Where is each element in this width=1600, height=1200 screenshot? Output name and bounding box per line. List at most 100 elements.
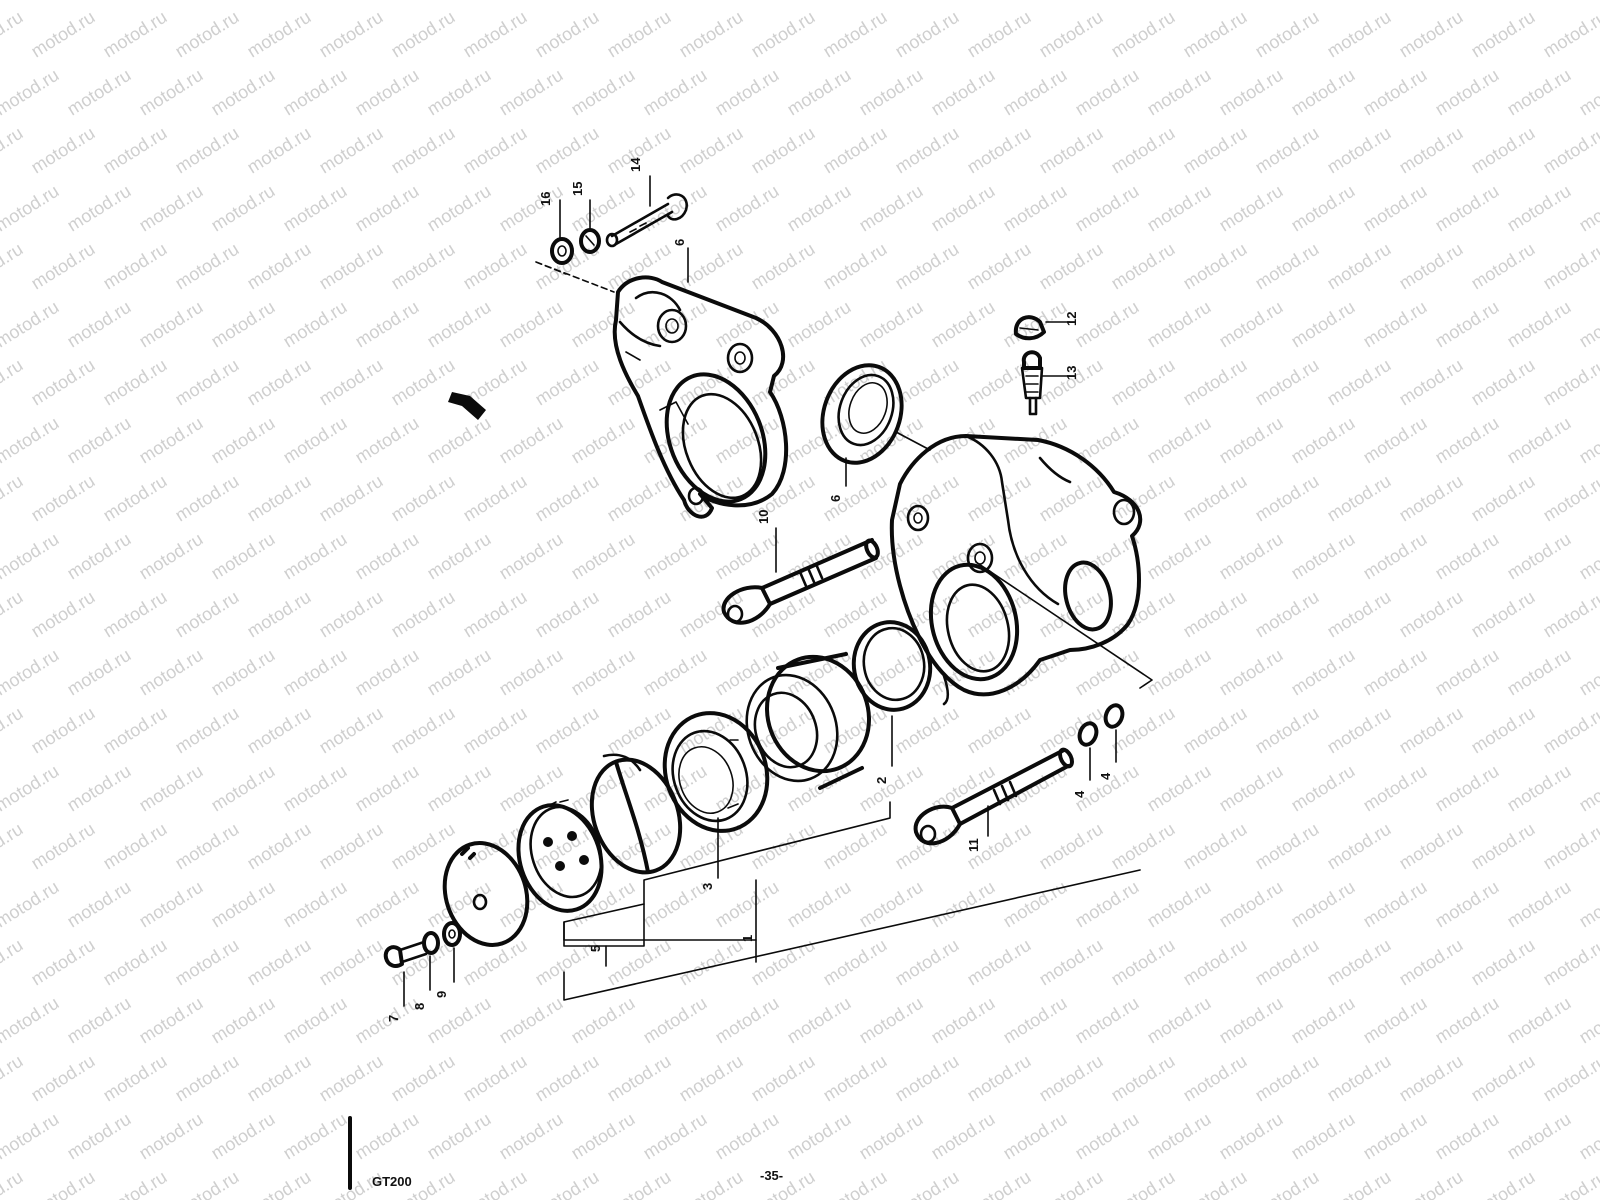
- watermark-text: motod.ru: [568, 1109, 639, 1164]
- watermark-text: motod.ru: [712, 181, 783, 236]
- watermark-text: motod.ru: [0, 1051, 26, 1106]
- watermark-text: motod.ru: [1540, 355, 1600, 410]
- watermark-text: motod.ru: [388, 1051, 459, 1106]
- watermark-text: motod.ru: [1180, 935, 1251, 990]
- watermark-text: motod.ru: [1360, 761, 1431, 816]
- watermark-text: motod.ru: [964, 587, 1035, 642]
- watermark-text: motod.ru: [1360, 297, 1431, 352]
- watermark-text: motod.ru: [1000, 181, 1071, 236]
- watermark-text: motod.ru: [856, 181, 927, 236]
- watermark-text: motod.ru: [1216, 413, 1287, 468]
- watermark-text: motod.ru: [172, 1167, 243, 1200]
- watermark-text: motod.ru: [1360, 529, 1431, 584]
- watermark-text: motod.ru: [64, 181, 135, 236]
- watermark-text: motod.ru: [1216, 65, 1287, 120]
- watermark-text: motod.ru: [1360, 645, 1431, 700]
- callout-12: 11: [966, 838, 981, 852]
- watermark-text: motod.ru: [280, 1109, 351, 1164]
- watermark-text: motod.ru: [0, 1109, 62, 1164]
- watermark-text: motod.ru: [316, 239, 387, 294]
- watermark-text: motod.ru: [1504, 761, 1575, 816]
- watermark-text: motod.ru: [820, 1167, 891, 1200]
- watermark-text: motod.ru: [1072, 297, 1143, 352]
- watermark-text: motod.ru: [316, 1051, 387, 1106]
- part-13-bleeder-cap: [1013, 315, 1046, 341]
- footer-page-number: -35-: [760, 1168, 783, 1183]
- watermark-text: motod.ru: [1216, 993, 1287, 1048]
- watermark-text: motod.ru: [1396, 7, 1467, 62]
- watermark-text: motod.ru: [1576, 645, 1600, 700]
- watermark-text: motod.ru: [1432, 529, 1503, 584]
- watermark-text: motod.ru: [28, 471, 99, 526]
- watermark-text: motod.ru: [28, 819, 99, 874]
- watermark-text: motod.ru: [532, 587, 603, 642]
- watermark-text: motod.ru: [1216, 0, 1287, 3]
- watermark-text: motod.ru: [1216, 645, 1287, 700]
- watermark-text: motod.ru: [892, 1051, 963, 1106]
- watermark-text: motod.ru: [1108, 703, 1179, 758]
- watermark-text: motod.ru: [460, 123, 531, 178]
- watermark-text: motod.ru: [352, 1109, 423, 1164]
- watermark-text: motod.ru: [748, 239, 819, 294]
- watermark-text: motod.ru: [1540, 239, 1600, 294]
- part-16-lock-washer: [579, 228, 601, 254]
- watermark-text: motod.ru: [1540, 1051, 1600, 1106]
- watermark-text: motod.ru: [280, 877, 351, 932]
- watermark-text: motod.ru: [0, 297, 62, 352]
- watermark-text: motod.ru: [352, 761, 423, 816]
- watermark-text: motod.ru: [748, 819, 819, 874]
- footer-model: GT200: [372, 1174, 412, 1189]
- watermark-text: motod.ru: [1396, 587, 1467, 642]
- watermark-text: motod.ru: [136, 413, 207, 468]
- watermark-text: motod.ru: [1432, 877, 1503, 932]
- watermark-text: motod.ru: [928, 1109, 999, 1164]
- watermark-text: motod.ru: [1576, 297, 1600, 352]
- watermark-text: motod.ru: [784, 993, 855, 1048]
- watermark-text: motod.ru: [1324, 123, 1395, 178]
- callout-3: 3: [700, 883, 715, 890]
- watermark-text: motod.ru: [352, 181, 423, 236]
- watermark-text: motod.ru: [316, 355, 387, 410]
- watermark-text: motod.ru: [532, 7, 603, 62]
- watermark-text: motod.ru: [1540, 703, 1600, 758]
- watermark-text: motod.ru: [1252, 239, 1323, 294]
- watermark-text: motod.ru: [820, 1051, 891, 1106]
- watermark-text: motod.ru: [1144, 993, 1215, 1048]
- watermark-text: motod.ru: [1180, 7, 1251, 62]
- watermark-text: motod.ru: [1288, 1109, 1359, 1164]
- watermark-text: motod.ru: [928, 65, 999, 120]
- watermark-text: motod.ru: [1216, 181, 1287, 236]
- watermark-text: motod.ru: [1144, 529, 1215, 584]
- watermark-text: motod.ru: [1180, 471, 1251, 526]
- callout-2: 2: [874, 777, 889, 784]
- watermark-text: motod.ru: [712, 0, 783, 3]
- watermark-text: motod.ru: [856, 0, 927, 3]
- watermark-text: motod.ru: [388, 355, 459, 410]
- watermark-text: motod.ru: [1180, 123, 1251, 178]
- watermark-text: motod.ru: [28, 355, 99, 410]
- part-6-dust-seal: [820, 363, 904, 465]
- watermark-text: motod.ru: [1324, 7, 1395, 62]
- watermark-text: motod.ru: [1396, 123, 1467, 178]
- watermark-text: motod.ru: [1360, 0, 1431, 3]
- part-11-slide-pin: [721, 538, 880, 625]
- watermark-text: motod.ru: [1360, 65, 1431, 120]
- watermark-text: motod.ru: [820, 7, 891, 62]
- watermark-text: motod.ru: [280, 65, 351, 120]
- watermark-text: motod.ru: [532, 935, 603, 990]
- watermark-text: motod.ru: [0, 413, 62, 468]
- watermark-text: motod.ru: [460, 7, 531, 62]
- watermark-text: motod.ru: [244, 587, 315, 642]
- watermark-text: motod.ru: [424, 645, 495, 700]
- watermark-text: motod.ru: [784, 877, 855, 932]
- watermark-text: motod.ru: [496, 0, 567, 3]
- watermark-text: motod.ru: [424, 761, 495, 816]
- watermark-text: motod.ru: [784, 1109, 855, 1164]
- watermark-text: motod.ru: [1216, 877, 1287, 932]
- watermark-text: motod.ru: [1396, 239, 1467, 294]
- watermark-text: motod.ru: [0, 703, 26, 758]
- watermark-text: motod.ru: [1216, 1109, 1287, 1164]
- watermark-text: motod.ru: [424, 1109, 495, 1164]
- watermark-text: motod.ru: [100, 703, 171, 758]
